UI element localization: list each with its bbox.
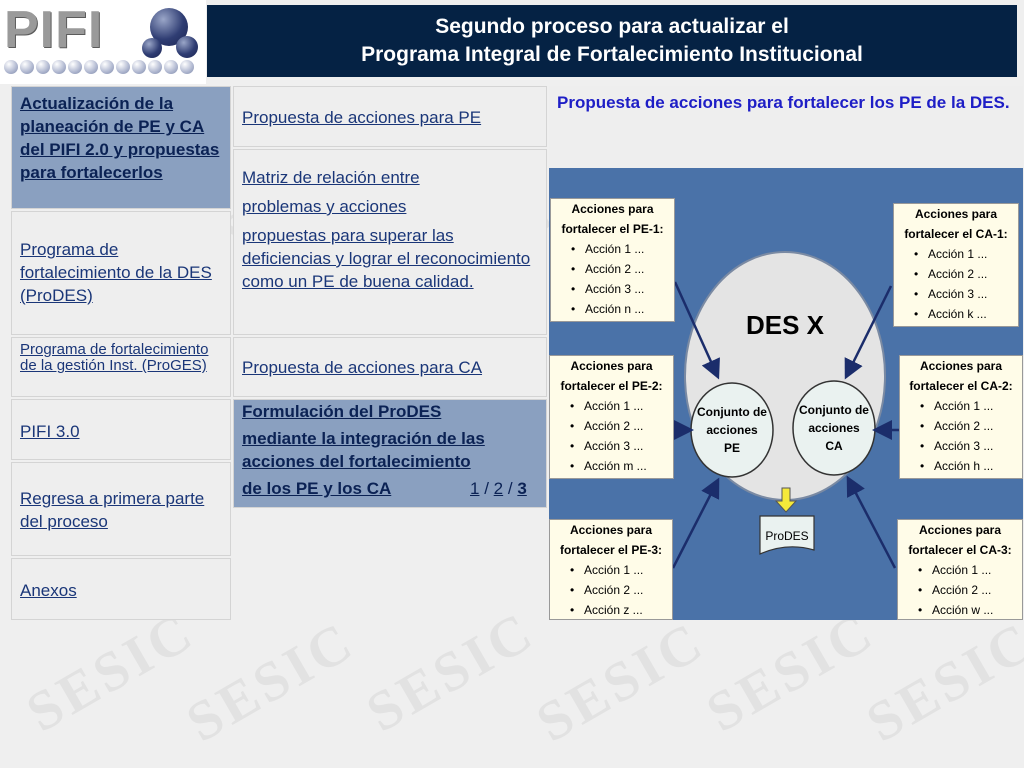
- ca-set-text: CA: [825, 439, 843, 453]
- action-item: Acción 2 ...: [550, 580, 672, 600]
- action-item: Acción 1 ...: [894, 244, 1018, 264]
- arrow-icon: [673, 281, 720, 380]
- action-item: Acción 1 ...: [900, 396, 1022, 416]
- nav-item-anexos[interactable]: Anexos: [11, 558, 231, 620]
- nav-item-pe-proposal[interactable]: Propuesta de acciones para PE: [233, 86, 547, 147]
- nav-item-formulacion[interactable]: Formulación del ProDES mediante la integ…: [233, 399, 547, 508]
- action-item: Acción 3 ...: [551, 279, 674, 299]
- nav-item-label: Programa de fortalecimiento de la DES (P…: [20, 240, 212, 305]
- action-item: Acción 2 ...: [900, 416, 1022, 436]
- down-arrow-icon: [774, 487, 798, 513]
- box-title: fortalecer el PE-3:: [559, 543, 663, 557]
- title-line-2: Programa Integral de Fortalecimiento Ins…: [361, 43, 863, 66]
- nav-item-label: Regresa a primera parte del proceso: [20, 489, 205, 531]
- prodes-document-icon: [759, 515, 815, 555]
- logo-sphere: [142, 38, 162, 58]
- nav-item-label: Matriz de relación entre: [242, 168, 420, 187]
- action-item: Acción k ...: [894, 304, 1018, 324]
- page-separator: /: [507, 479, 513, 498]
- page-link-2[interactable]: 2: [493, 479, 504, 498]
- box-title: Acciones para: [919, 359, 1003, 373]
- arrow-icon: [671, 477, 720, 569]
- nav-item-label: de los PE y los CA: [242, 479, 392, 498]
- page-link-1[interactable]: 1: [470, 479, 480, 498]
- action-item: Acción n ...: [551, 299, 674, 319]
- action-item: Acción 3 ...: [900, 436, 1022, 456]
- nav-item-label: Programa de fortalecimiento de la gestió…: [20, 341, 209, 374]
- ca-set-text: Conjunto de: [799, 403, 869, 417]
- actions-box-pe-3: Acciones para fortalecer el PE-3: Acción…: [549, 519, 673, 620]
- action-item: Acción w ...: [898, 600, 1022, 620]
- action-item: Acción h ...: [900, 456, 1022, 476]
- nav-item-regresa[interactable]: Regresa a primera parte del proceso: [11, 462, 231, 556]
- action-item: Acción 2 ...: [551, 259, 674, 279]
- pe-set-text: acciones: [706, 423, 758, 437]
- nav-item-label: Propuesta de acciones para PE: [242, 108, 482, 127]
- prodes-label: ProDES: [765, 529, 808, 543]
- action-item: Acción 1 ...: [898, 560, 1022, 580]
- nav-item-matrix[interactable]: Matriz de relación entre problemas y acc…: [233, 149, 547, 335]
- nav-item-proges[interactable]: Programa de fortalecimiento de la gestió…: [11, 337, 231, 397]
- des-diagram: DES X Conjunto de acciones PE Conjunto d…: [671, 251, 899, 569]
- logo-wordmark: PIFI: [4, 1, 104, 59]
- box-title: Acciones para: [918, 523, 1002, 537]
- nav-item-label: mediante la integración de las acciones …: [242, 429, 485, 471]
- actions-box-pe-2: Acciones para fortalecer el PE-2: Acción…: [549, 355, 674, 479]
- box-title: Acciones para: [569, 523, 653, 537]
- action-item: Acción 2 ...: [894, 264, 1018, 284]
- actions-box-ca-2: Acciones para fortalecer el CA-2: Acción…: [899, 355, 1023, 479]
- actions-box-ca-1: Acciones para fortalecer el CA-1: Acción…: [893, 203, 1019, 327]
- action-item: Acción 3 ...: [894, 284, 1018, 304]
- box-title: Acciones para: [914, 207, 998, 221]
- nav-item-label: propuestas para superar las deficiencias…: [242, 226, 531, 291]
- action-item: Acción z ...: [550, 600, 672, 620]
- des-label: DES X: [746, 310, 825, 340]
- box-title: fortalecer el PE-1:: [561, 222, 664, 236]
- box-title: Acciones para: [571, 202, 654, 216]
- nav-item-ca-proposal[interactable]: Propuesta de acciones para CA: [233, 337, 547, 397]
- arrow-icon: [846, 475, 897, 569]
- ca-set-text: acciones: [808, 421, 860, 435]
- nav-item-label: Formulación del ProDES: [242, 402, 442, 421]
- box-title: fortalecer el CA-1:: [904, 227, 1008, 241]
- pe-set-text: PE: [724, 441, 740, 455]
- action-item: Acción 2 ...: [898, 580, 1022, 600]
- action-item: Acción 2 ...: [550, 416, 673, 436]
- logo-sphere: [176, 36, 198, 58]
- action-item: Acción 1 ...: [551, 239, 674, 259]
- nav-item-label: Actualización de la planeación de PE y C…: [20, 94, 220, 182]
- nav-item-actualizacion[interactable]: Actualización de la planeación de PE y C…: [11, 86, 231, 209]
- action-item: Acción m ...: [550, 456, 673, 476]
- pifi-logo: PIFI: [0, 0, 206, 84]
- nav-item-label: problemas y acciones: [242, 197, 407, 216]
- box-title: Acciones para: [570, 359, 653, 373]
- box-title: fortalecer el CA-2:: [909, 379, 1013, 393]
- nav-item-label: PIFI 3.0: [20, 422, 80, 441]
- pe-set-text: Conjunto de: [697, 405, 767, 419]
- nav-item-label: Propuesta de acciones para CA: [242, 358, 483, 377]
- pagination: 1 / 2 / 3: [470, 477, 527, 500]
- action-item: Acción 3 ...: [550, 436, 673, 456]
- box-title: fortalecer el PE-2:: [560, 379, 663, 393]
- page-title: Segundo proceso para actualizar el Progr…: [207, 5, 1017, 77]
- nav-item-pifi-3[interactable]: PIFI 3.0: [11, 399, 231, 460]
- nav-item-prodes[interactable]: Programa de fortalecimiento de la DES (P…: [11, 211, 231, 335]
- action-item: Acción 1 ...: [550, 560, 672, 580]
- page-separator: /: [484, 479, 489, 498]
- actions-box-pe-1: Acciones para fortalecer el PE-1: Acción…: [550, 198, 675, 322]
- title-line-1: Segundo proceso para actualizar el: [435, 15, 789, 38]
- nav-item-label: Anexos: [20, 581, 77, 600]
- page-link-3[interactable]: 3: [517, 479, 527, 498]
- arrow-icon: [844, 285, 893, 380]
- action-item: Acción 1 ...: [550, 396, 673, 416]
- actions-box-ca-3: Acciones para fortalecer el CA-3: Acción…: [897, 519, 1023, 620]
- box-title: fortalecer el CA-3:: [908, 543, 1012, 557]
- panel-heading: Propuesta de acciones para fortalecer lo…: [549, 86, 1023, 168]
